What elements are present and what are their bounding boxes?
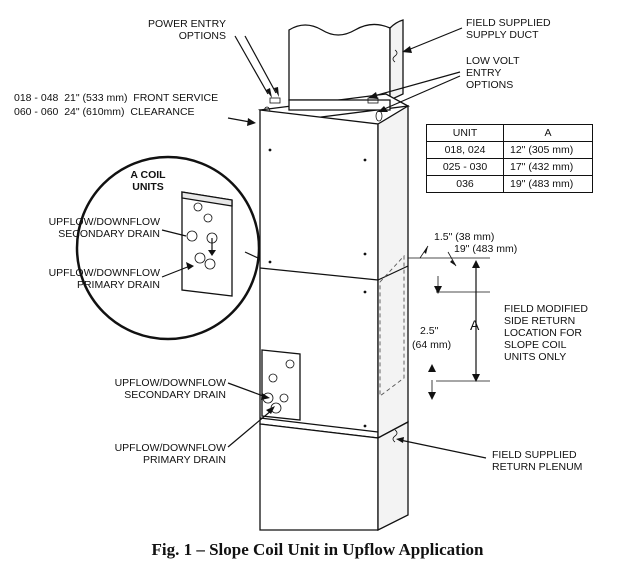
dim-25-label-2: (64 mm) (412, 339, 451, 351)
dim-25-label-1: 2.5" (420, 325, 439, 337)
dim-a-label: A (470, 317, 480, 333)
return-plenum-label-1: FIELD SUPPLIED (492, 449, 577, 461)
inset-primary-label-2: PRIMARY DRAIN (77, 279, 160, 291)
a-coil-label-1: A COIL (130, 169, 166, 181)
inset-secondary-label-2: SECONDARY DRAIN (58, 228, 160, 240)
table-row: 025 - 030 17" (432 mm) (426, 158, 593, 176)
supply-duct-label-1: FIELD SUPPLIED (466, 17, 551, 29)
power-entry-knockout-1 (269, 97, 281, 104)
primary-drain-label-2: PRIMARY DRAIN (143, 454, 226, 466)
table-row: 036 19" (483 mm) (426, 175, 593, 193)
primary-drain-label-1: UPFLOW/DOWNFLOW (115, 442, 226, 454)
a-coil-inset (75, 155, 261, 341)
return-plenum-label-2: RETURN PLENUM (492, 461, 582, 473)
table-cell-unit: 036 (426, 175, 504, 193)
side-return-label-4: SLOPE COIL (504, 339, 567, 351)
dim-19-label: 19" (483 mm) (454, 243, 517, 255)
inset-secondary-label-1: UPFLOW/DOWNFLOW (49, 216, 160, 228)
low-volt-label-1: LOW VOLT (466, 55, 520, 67)
side-return-label-1: FIELD MODIFIED (504, 303, 588, 315)
side-return-label-3: LOCATION FOR (504, 327, 582, 339)
return-plenum (259, 420, 409, 532)
front-service-label-1: 018 - 048 21" (533 mm) FRONT SERVICE (14, 92, 218, 104)
low-volt-knockout-2 (375, 110, 383, 122)
table-header-a: A (503, 124, 593, 142)
table-row: 018, 024 12" (305 mm) (426, 141, 593, 159)
power-entry-label-1: POWER ENTRY (148, 18, 226, 30)
front-service-label-2: 060 - 060 24" (610mm) CLEARANCE (14, 106, 195, 118)
low-volt-label-3: OPTIONS (466, 79, 513, 91)
side-return-outline (379, 254, 405, 397)
figure-caption: Fig. 1 – Slope Coil Unit in Upflow Appli… (151, 540, 484, 559)
power-entry-label-2: OPTIONS (179, 30, 226, 42)
table-header-unit: UNIT (426, 124, 504, 142)
cabinet (259, 104, 409, 440)
side-return-label-5: UNITS ONLY (504, 351, 566, 363)
table-cell-a: 17" (432 mm) (503, 158, 593, 176)
labels: POWER ENTRY OPTIONS FIELD SUPPLIED SUPPL… (14, 17, 588, 473)
supply-duct (288, 19, 404, 102)
table-cell-a: 12" (305 mm) (503, 141, 593, 159)
dim-15-label: 1.5" (38 mm) (434, 231, 494, 243)
table-cell-a: 19" (483 mm) (503, 175, 593, 193)
secondary-drain-label-2: SECONDARY DRAIN (124, 389, 226, 401)
low-volt-label-2: ENTRY (466, 67, 501, 79)
leader-lines (161, 27, 487, 459)
secondary-drain-label-1: UPFLOW/DOWNFLOW (115, 377, 226, 389)
dimension-table: UNIT A 018, 024 12" (305 mm) 025 - 030 1… (426, 124, 593, 193)
table-cell-unit: 025 - 030 (426, 158, 504, 176)
a-coil-label-2: UNITS (132, 181, 164, 193)
side-return-label-2: SIDE RETURN (504, 315, 575, 327)
panel-seam (259, 267, 379, 281)
dimension-lines (408, 245, 490, 400)
inset-primary-label-1: UPFLOW/DOWNFLOW (49, 267, 160, 279)
supply-duct-label-2: SUPPLY DUCT (466, 29, 539, 41)
table-cell-unit: 018, 024 (426, 141, 504, 159)
